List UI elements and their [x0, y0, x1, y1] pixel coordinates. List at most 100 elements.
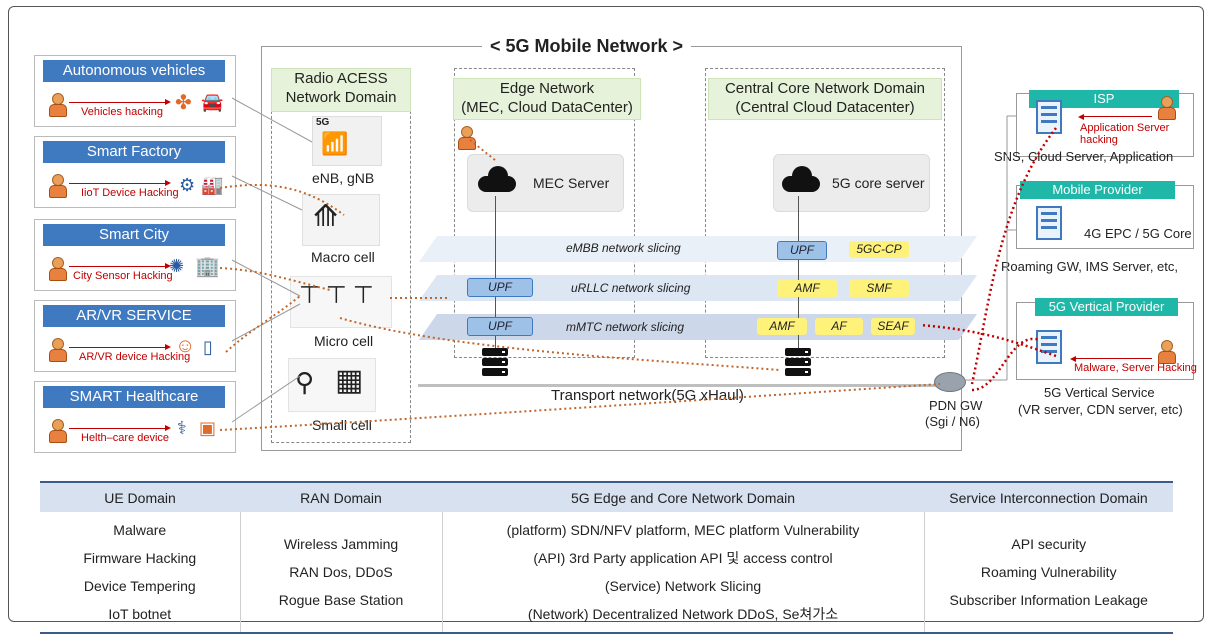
vertical-server-icon — [1036, 330, 1062, 364]
attacker-icon — [1158, 96, 1176, 120]
ran-title-line2: Network Domain — [285, 89, 397, 106]
core-server-icon — [785, 348, 811, 378]
connection-overlay — [219, 97, 1057, 431]
service-threat-item: Subscriber Information Leakage — [949, 592, 1148, 608]
core-domain-title: Central Core Network Domain (Central Clo… — [708, 78, 942, 120]
core-link-line — [798, 196, 799, 352]
amf-function: AMF — [757, 318, 807, 335]
ue-threat-item: Firmware Hacking — [83, 550, 197, 566]
ue-attack-label: AR/VR device Hacking — [79, 351, 191, 363]
threat-domain-table: UE Domain RAN Domain 5G Edge and Core Ne… — [40, 481, 1173, 634]
mobile-server-icon — [1036, 206, 1062, 240]
isp-title: ISP — [1029, 90, 1179, 108]
ue-threat-item: Malware — [113, 522, 167, 538]
cloud-server-icon — [478, 166, 516, 192]
attack-paths — [219, 139, 941, 431]
attacker-icon — [49, 93, 67, 117]
label-5g: 5G — [316, 117, 330, 128]
ue-box-title: SMART Healthcare — [43, 386, 225, 408]
mobile-provider-desc: Roaming GW, IMS Server, etc, — [1001, 259, 1178, 274]
router-icon — [934, 372, 966, 392]
ue-attack-label: Vehicles hacking — [81, 106, 163, 118]
attacker-icon — [49, 174, 67, 198]
drone-icon: ✤ — [175, 92, 192, 114]
medical-device-icon: ⚕ — [177, 418, 187, 438]
ue-box-autonomous: Autonomous vehicles Vehicles hacking ✤ 🚘 — [34, 55, 236, 127]
ran-threat-cell: Wireless Jamming RAN Dos, DDoS Rogue Bas… — [239, 512, 442, 634]
ue-attack-label: City Sensor Hacking — [73, 270, 173, 282]
small-cell-icon: ⚲ ▦ — [288, 358, 376, 412]
urllc-slice-label: uRLLC network slicing — [571, 281, 691, 295]
amf-function: AMF — [777, 280, 837, 297]
core-threat-item: (Network) Decentralized Network DDoS, Se… — [527, 606, 839, 622]
core-title-line2: (Central Cloud Datacenter) — [735, 99, 915, 116]
ue-threat-cell: Malware Firmware Hacking Device Temperin… — [40, 512, 240, 634]
cp-function: 5GC-CP — [849, 241, 909, 258]
ran-threat-item: Wireless Jamming — [283, 536, 399, 552]
ran-title-line1: Radio ACESS — [294, 70, 388, 87]
af-function: AF — [815, 318, 863, 335]
ue-threat-item: Device Tempering — [83, 578, 196, 594]
vertical-provider-title: 5G Vertical Provider — [1035, 298, 1178, 316]
edge-domain-title: Edge Network (MEC, Cloud DataCenter) — [453, 78, 641, 120]
macro-cell-icon: ⟰ — [302, 194, 380, 246]
ue-box-arvr: AR/VR SERVICE AR/VR device Hacking ☺ ▯ — [34, 300, 236, 372]
vertical-provider-desc: 5G Vertical Service — [1044, 385, 1155, 400]
macro-cell-label: Macro cell — [311, 249, 375, 265]
table-header-core: 5G Edge and Core Network Domain — [442, 481, 924, 512]
core-threat-item: (API) 3rd Party application API 및 access… — [533, 550, 833, 566]
edge-title-line2: (MEC, Cloud DataCenter) — [461, 99, 633, 116]
city-sensor-icon: ✺ — [169, 256, 185, 276]
upf-function: UPF — [467, 317, 533, 336]
attacker-icon — [49, 338, 67, 362]
edge-server-icon — [482, 348, 508, 378]
core-threat-item: (Service) Network Slicing — [604, 578, 762, 594]
ue-box-title: Smart City — [43, 224, 225, 246]
ue-box-city: Smart City City Sensor Hacking ✺ 🏢 — [34, 219, 236, 291]
robot-arm-icon: ⚙ — [179, 175, 196, 195]
ue-box-title: Smart Factory — [43, 141, 225, 163]
ue-box-title: Autonomous vehicles — [43, 60, 225, 82]
service-threat-item: Roaming Vulnerability — [980, 564, 1117, 580]
attack-arrow — [69, 99, 171, 105]
core-threat-item: (platform) SDN/NFV platform, MEC platfor… — [506, 522, 860, 538]
ue-threat-item: IoT botnet — [108, 606, 172, 622]
attack-arrow — [69, 344, 171, 350]
attack-arrow — [69, 425, 171, 431]
edge-domain-box — [454, 68, 635, 358]
isp-attack-label: Application Server hacking — [1080, 122, 1170, 146]
isp-server-icon — [1036, 100, 1062, 134]
ue-box-title: AR/VR SERVICE — [43, 305, 225, 327]
ue-attack-label: IioT Device Hacking — [81, 187, 179, 199]
mec-link-line — [495, 196, 496, 352]
mec-server-label: MEC Server — [533, 175, 610, 191]
transport-network-line — [418, 384, 956, 387]
base-station-icon: 5G 📶 — [312, 116, 382, 166]
upf-function: UPF — [777, 241, 827, 260]
service-threat-item: API security — [1011, 536, 1087, 552]
table-header-ran: RAN Domain — [240, 481, 442, 512]
ue-box-healthcare: SMART Healthcare Helth–care device ⚕ ▣ — [34, 381, 236, 453]
attacker-icon — [49, 257, 67, 281]
car-icon: 🚘 — [201, 92, 224, 112]
red-attack-paths — [919, 127, 1057, 392]
buildings-icon: 🏢 — [195, 256, 220, 278]
attack-arrow — [69, 180, 171, 186]
service-threat-cell: API security Roaming Vulnerability Subsc… — [923, 512, 1173, 634]
main-title: < 5G Mobile Network > — [482, 35, 692, 57]
pdn-gw-label: PDN GW — [929, 398, 983, 413]
enb-label: eNB, gNB — [312, 170, 375, 186]
core-domain-box — [705, 68, 945, 358]
vertical-provider-desc2: (VR server, CDN server, etc) — [1018, 402, 1183, 417]
table-header-service: Service Interconnection Domain — [924, 481, 1173, 512]
attack-arrow — [69, 263, 171, 269]
mobile-provider-line1: 4G EPC / 5G Core — [1084, 226, 1192, 241]
gray-connectors — [231, 97, 1016, 423]
upf-function: UPF — [467, 278, 533, 297]
core-threat-cell: (platform) SDN/NFV platform, MEC platfor… — [441, 512, 924, 634]
ran-domain-title: Radio ACESS Network Domain — [271, 68, 411, 112]
micro-cell-label: Micro cell — [314, 333, 374, 349]
ran-threat-item: RAN Dos, DDoS — [289, 564, 393, 580]
mobile-provider-title: Mobile Provider — [1020, 181, 1175, 199]
table-header-ue: UE Domain — [40, 481, 240, 512]
